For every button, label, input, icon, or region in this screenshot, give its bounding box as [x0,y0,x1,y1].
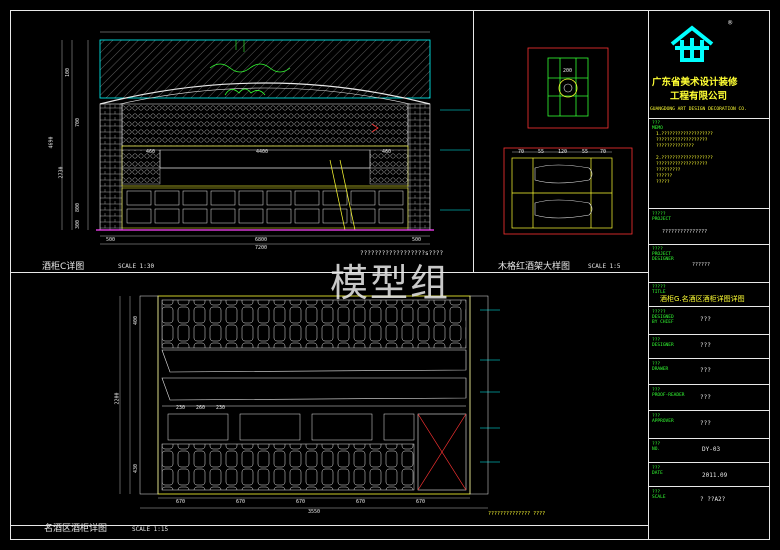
chief-label: ????? DESIGNED BY CHIEF [652,310,674,325]
dim-label: 700 [75,117,82,128]
view-divider-horizontal [10,272,648,273]
rack-dim: 70 [600,149,607,155]
memo-line: 1.??????????????????? [656,132,713,137]
project-value: ??????????????? [662,229,708,235]
company-name-cn-line1: 广东省美术设计装修 [652,77,738,88]
drawing-no-label: ??? NO. [652,442,661,452]
dim-label: 4690 [48,136,55,149]
company-name-en: GUANGDONG ART DESIGN DECORATION CO. [650,107,747,112]
designer-value: ??? [700,342,711,349]
dim-label: 670 [176,499,186,505]
dim-label: 670 [416,499,426,505]
approver-value: ??? [700,420,711,427]
proof-reader-label: ??? PROOF-READER [652,388,685,398]
scale-label-title-block: ??? SCALE [652,490,666,500]
dim-label: 4400 [256,149,269,155]
memo-line: ?????? [656,174,673,179]
dim-label: 230 [216,405,226,411]
dim-label: 260 [196,405,206,411]
project-designer-label: ???? PROJECT DESIGNER [652,247,674,262]
dim-label: 2200 [114,392,121,405]
memo-line: ??????????????????? [656,138,708,143]
drawing-no-value: DY-03 [702,446,721,453]
proof-reader-value: ??? [700,394,711,401]
view-title-wine-cabinet-c: 酒柜C详图 [42,262,85,272]
memo-line: 2.??????????????????? [656,156,713,161]
view-divider-vertical [473,10,474,272]
rack-dim: 55 [538,149,545,155]
dim-label: 670 [236,499,246,505]
callout-bottom: ??????????????????s???? [360,250,444,257]
dim-label: 100 [65,67,72,78]
dim-label: 670 [296,499,306,505]
scale-value: ? ??A2? [700,496,726,503]
company-logo-graphic [670,25,714,62]
registered-mark: ® [728,19,733,27]
chief-value: ??? [700,316,711,323]
bottom-note: ?????????????? ???? [488,511,546,517]
approver-label: ??? APPROVER [652,414,674,424]
company-name-cn-line2: 工程有限公司 [670,91,728,102]
dim-label: 460 [382,149,392,155]
drawing-frame [10,10,770,540]
rack-dim: 120 [558,149,568,155]
memo-line: ????????? [656,168,681,173]
memo-line: ??????????????????? [656,162,708,167]
drawer-label: ??? DRAWER [652,362,669,372]
memo-line: ????? [656,180,670,185]
title-block-divider [648,10,649,540]
project-designer-value: ?????? [692,262,711,268]
dim-label: 800 [75,202,82,213]
dim-label: 500 [412,237,422,243]
watermark: 模型组 [330,261,451,305]
dim-label: 500 [106,237,116,243]
scale-label-top-left: SCALE 1:30 [118,263,155,270]
dim-label: 670 [356,499,366,505]
dim-label: 3550 [308,509,321,515]
view-title-premium-wine-cabinet: 名酒区酒柜详图 [44,524,108,534]
dim-label: 7200 [255,245,268,251]
dim-label: 230 [176,405,186,411]
title-value: 酒柜G.名酒区酒柜详图详图 [660,295,745,303]
dim-label: 6800 [255,237,268,243]
dim-label: 430 [133,463,140,474]
title-label: ????? TITLE [652,285,666,295]
dim-label: 2730 [58,166,65,179]
scale-label-top-right: SCALE 1:5 [588,263,621,270]
designer-label: ??? DESIGNER [652,338,674,348]
memo-label: ??? MEMO [652,121,663,131]
memo-line: ?????????????? [656,144,694,149]
view-title-wood-wine-rack: 木格红酒架大样图 [498,262,571,272]
scale-label-bottom: SCALE 1:15 [132,526,169,533]
rack-dim: 55 [582,149,589,155]
dim-label: 300 [75,219,82,230]
project-label: ????? PROJECT [652,212,671,222]
date-label: ??? DATE [652,466,663,476]
dim-label: 400 [133,315,140,326]
dim-label: 460 [146,149,156,155]
drawer-value: ??? [700,367,711,374]
rack-dim: 70 [518,149,525,155]
rack-callout: 200 [563,68,573,74]
date-value: 2011.09 [702,472,728,479]
